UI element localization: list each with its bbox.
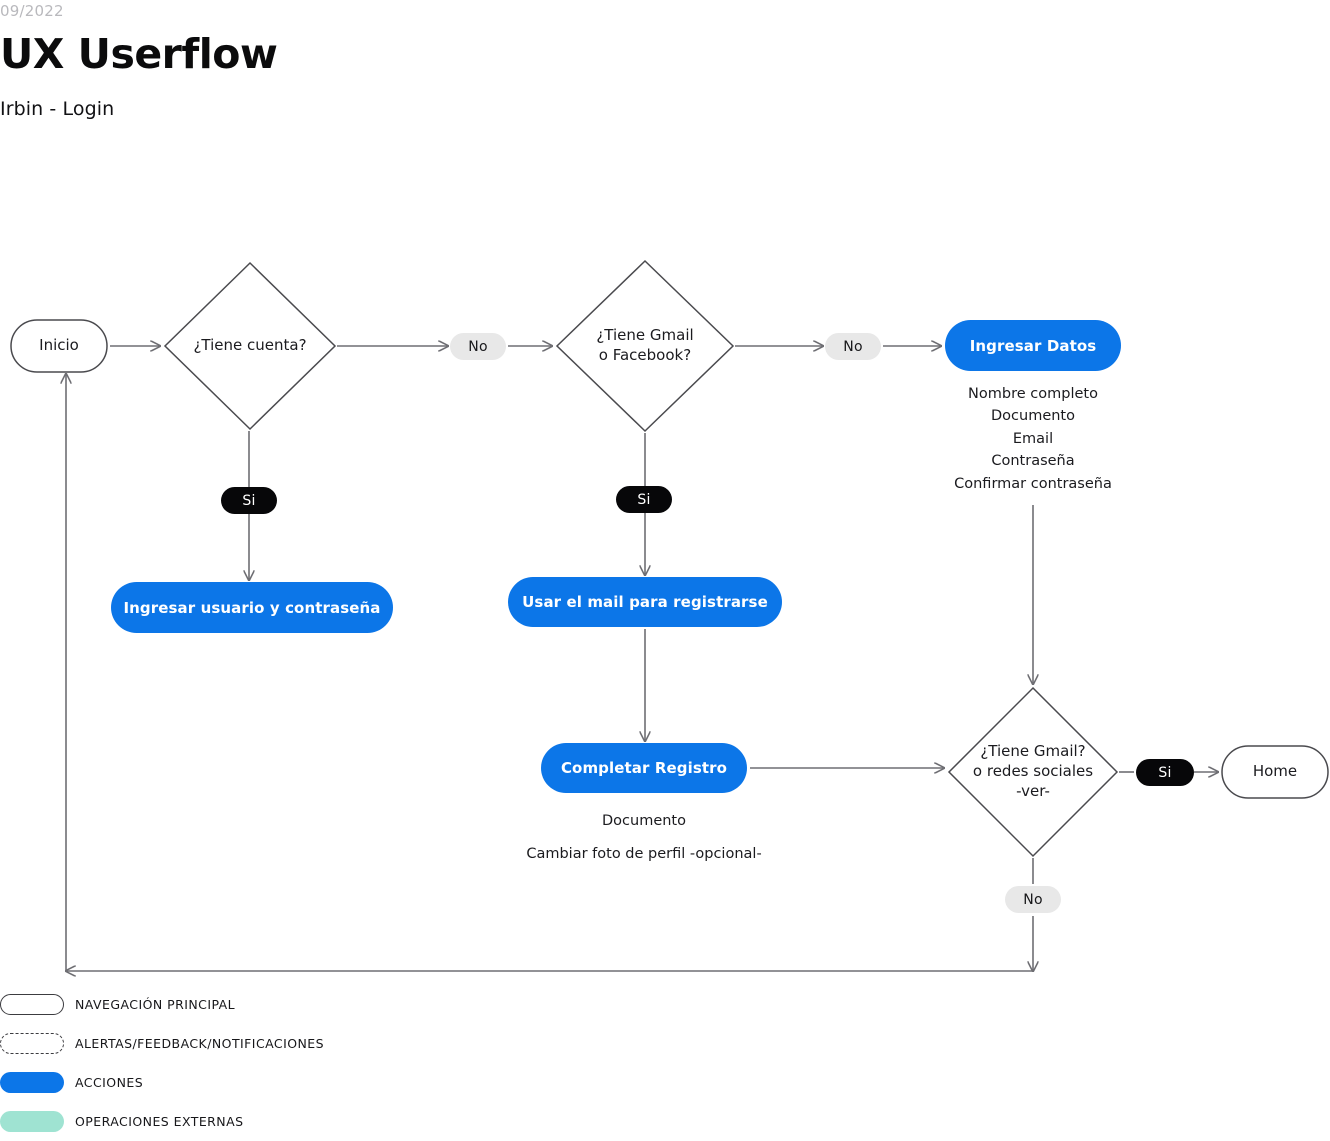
node-shape-tiene-gmail-redes[interactable] — [947, 686, 1119, 858]
badge-no-tiene-gmail-facebook: No — [825, 333, 881, 360]
legend-item-navegacion-principal: NAVEGACIÓN PRINCIPAL — [0, 985, 600, 1024]
node-label-tiene-gmail-facebook[interactable]: ¿Tiene Gmail o Facebook? — [596, 326, 694, 364]
node-label-inicio[interactable]: Inicio — [39, 336, 79, 355]
legend-item-operaciones-externas: OPERACIONES EXTERNAS — [0, 1102, 600, 1141]
legend-swatch-actions-icon — [0, 1072, 64, 1093]
node-label-tiene-gmail-redes[interactable]: ¿Tiene Gmail? o redes sociales -ver- — [972, 742, 1094, 800]
legend-swatch-alerts-icon — [0, 1033, 64, 1054]
node-shape-tiene-cuenta[interactable] — [163, 261, 337, 431]
node-label-home[interactable]: Home — [1252, 762, 1298, 781]
legend-label: ALERTAS/FEEDBACK/NOTIFICACIONES — [75, 1036, 325, 1051]
caption-ingresar-datos-fields: Nombre completo Documento Email Contrase… — [954, 386, 1112, 492]
action-completar-registro[interactable]: Completar Registro — [541, 743, 747, 793]
legend-label: OPERACIONES EXTERNAS — [75, 1114, 244, 1129]
node-shape-home[interactable] — [1221, 745, 1329, 799]
caption-completar-registro-documento: Documento — [602, 813, 686, 829]
legend-item-alertas-feedback-notificaciones: ALERTAS/FEEDBACK/NOTIFICACIONES — [0, 1024, 600, 1063]
badge-si-tiene-cuenta: Si — [221, 487, 277, 514]
node-shape-tiene-gmail-facebook[interactable] — [555, 259, 735, 433]
action-usar-el-mail-para-registrarse[interactable]: Usar el mail para registrarse — [508, 577, 782, 627]
badge-no-tiene-gmail-redes: No — [1005, 886, 1061, 913]
legend-label: ACCIONES — [75, 1075, 144, 1090]
action-ingresar-usuario-contrasena[interactable]: Ingresar usuario y contraseña — [111, 582, 393, 633]
legend: NAVEGACIÓN PRINCIPAL ALERTAS/FEEDBACK/NO… — [0, 985, 600, 1141]
badge-si-tiene-gmail-facebook: Si — [616, 486, 672, 513]
badge-si-tiene-gmail-redes: Si — [1136, 759, 1194, 786]
node-shape-inicio[interactable] — [10, 319, 108, 373]
legend-swatch-navigation-icon — [0, 994, 64, 1015]
legend-label: NAVEGACIÓN PRINCIPAL — [75, 997, 236, 1012]
caption-completar-registro-foto: Cambiar foto de perfil -opcional- — [526, 846, 762, 862]
document-subtitle: Irbin - Login — [0, 98, 115, 120]
node-label-tiene-cuenta[interactable]: ¿Tiene cuenta? — [193, 336, 307, 355]
page-title: UX Userflow — [0, 30, 278, 78]
document-date: 09/2022 — [0, 2, 64, 20]
legend-item-acciones: ACCIONES — [0, 1063, 600, 1102]
badge-no-tiene-cuenta: No — [450, 333, 506, 360]
action-ingresar-datos[interactable]: Ingresar Datos — [945, 320, 1121, 371]
legend-swatch-external-icon — [0, 1111, 64, 1132]
